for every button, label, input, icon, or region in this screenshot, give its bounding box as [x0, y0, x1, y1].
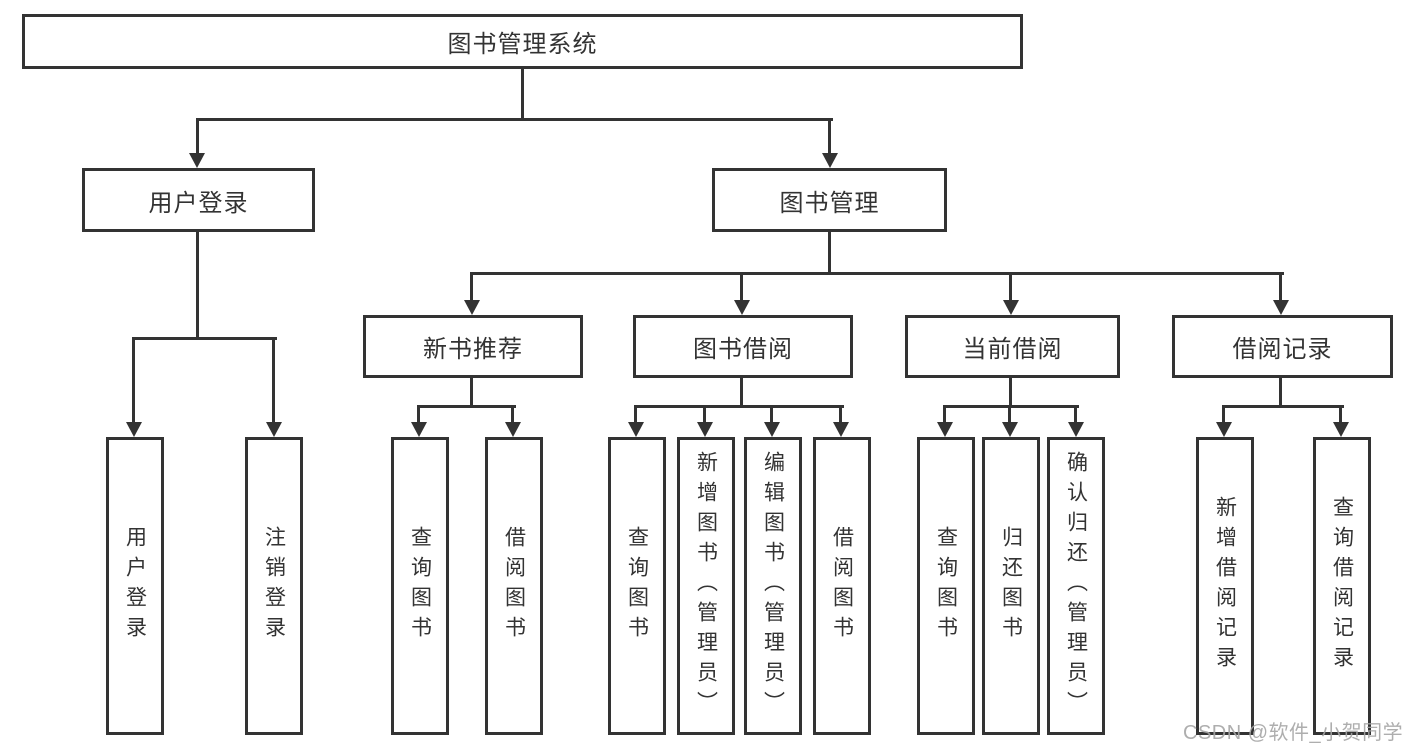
connector-arrowhead [1002, 422, 1018, 437]
connector-arrowhead [734, 300, 750, 315]
connector-line [1008, 405, 1011, 425]
node-user-login: 用户登录 [82, 168, 315, 232]
leaf-add-book-admin-label: 新增图书（管理员） [694, 451, 718, 721]
connector-arrowhead [1003, 300, 1019, 315]
leaf-confirm-return-admin: 确认归还（管理员） [1047, 437, 1105, 735]
connector-line [770, 405, 773, 425]
connector-line [132, 337, 135, 425]
connector-line [703, 405, 706, 425]
leaf-logout-label: 注销登录 [262, 526, 286, 646]
connector-line [417, 405, 420, 425]
connector-arrowhead [833, 422, 849, 437]
connector-line [511, 405, 514, 425]
connector-arrowhead [697, 422, 713, 437]
leaf-return-book: 归还图书 [982, 437, 1040, 735]
leaf-query-book-recommend: 查询图书 [391, 437, 449, 735]
node-library-management-system: 图书管理系统 [22, 14, 1023, 69]
node-new-book-recommend: 新书推荐 [363, 315, 583, 378]
connector-current-bar [943, 405, 1079, 408]
leaf-logout: 注销登录 [245, 437, 303, 735]
connector-bookborrow-stem [740, 378, 743, 408]
connector-newbook-bar [417, 405, 516, 408]
connector-line [1009, 272, 1012, 303]
connector-arrowhead [126, 422, 142, 437]
connector-arrowhead [628, 422, 644, 437]
connector-line [740, 272, 743, 303]
connector-newbook-stem [470, 378, 473, 408]
leaf-user-login-label: 用户登录 [123, 526, 147, 646]
connector-userlogin-stem [196, 232, 199, 340]
csdn-watermark: CSDN @软件_小贺同学 [1183, 722, 1404, 744]
connector-line [470, 272, 473, 303]
leaf-borrow-book-label: 借阅图书 [830, 526, 854, 646]
connector-arrowhead [464, 300, 480, 315]
connector-arrowhead [505, 422, 521, 437]
leaf-borrow-book-recommend-label: 借阅图书 [502, 526, 526, 646]
node-borrow-records: 借阅记录 [1172, 315, 1393, 378]
leaf-user-login: 用户登录 [106, 437, 164, 735]
leaf-query-book-borrow: 查询图书 [608, 437, 666, 735]
connector-arrowhead [764, 422, 780, 437]
leaf-add-borrow-record-label: 新增借阅记录 [1213, 496, 1237, 676]
connector-line [828, 118, 831, 158]
connector-line [839, 405, 842, 425]
connector-line [634, 405, 637, 425]
node-book-management: 图书管理 [712, 168, 947, 232]
leaf-query-book-current: 查询图书 [917, 437, 975, 735]
leaf-borrow-book: 借阅图书 [813, 437, 871, 735]
leaf-add-book-admin: 新增图书（管理员） [677, 437, 735, 735]
connector-arrowhead [1216, 422, 1232, 437]
connector-records-bar [1222, 405, 1344, 408]
leaf-query-book-recommend-label: 查询图书 [408, 526, 432, 646]
connector-bookmgmt-bar [470, 272, 1284, 275]
node-current-borrow: 当前借阅 [905, 315, 1120, 378]
connector-arrowhead [1068, 422, 1084, 437]
connector-line [1222, 405, 1225, 425]
connector-arrowhead [189, 153, 205, 168]
leaf-return-book-label: 归还图书 [999, 526, 1023, 646]
connector-arrowhead [937, 422, 953, 437]
connector-root-bar [196, 118, 833, 121]
connector-userlogin-bar [132, 337, 277, 340]
connector-line [1339, 405, 1342, 425]
connector-arrowhead [1273, 300, 1289, 315]
node-book-borrow: 图书借阅 [633, 315, 853, 378]
connector-arrowhead [266, 422, 282, 437]
leaf-query-book-current-label: 查询图书 [934, 526, 958, 646]
leaf-edit-book-admin-label: 编辑图书（管理员） [761, 451, 785, 721]
connector-line [1074, 405, 1077, 425]
connector-bookborrow-bar [634, 405, 844, 408]
connector-current-stem [1009, 378, 1012, 408]
connector-arrowhead [1333, 422, 1349, 437]
leaf-query-borrow-record: 查询借阅记录 [1313, 437, 1371, 735]
leaf-borrow-book-recommend: 借阅图书 [485, 437, 543, 735]
connector-arrowhead [411, 422, 427, 437]
leaf-confirm-return-admin-label: 确认归还（管理员） [1064, 451, 1088, 721]
connector-records-stem [1279, 378, 1282, 408]
leaf-edit-book-admin: 编辑图书（管理员） [744, 437, 802, 735]
connector-line [196, 118, 199, 158]
connector-root-stem [521, 69, 524, 121]
connector-arrowhead [822, 153, 838, 168]
connector-line [272, 337, 275, 425]
connector-line [943, 405, 946, 425]
connector-line [1279, 272, 1282, 303]
leaf-query-borrow-record-label: 查询借阅记录 [1330, 496, 1354, 676]
leaf-add-borrow-record: 新增借阅记录 [1196, 437, 1254, 735]
leaf-query-book-borrow-label: 查询图书 [625, 526, 649, 646]
connector-bookmgmt-stem [828, 232, 831, 275]
